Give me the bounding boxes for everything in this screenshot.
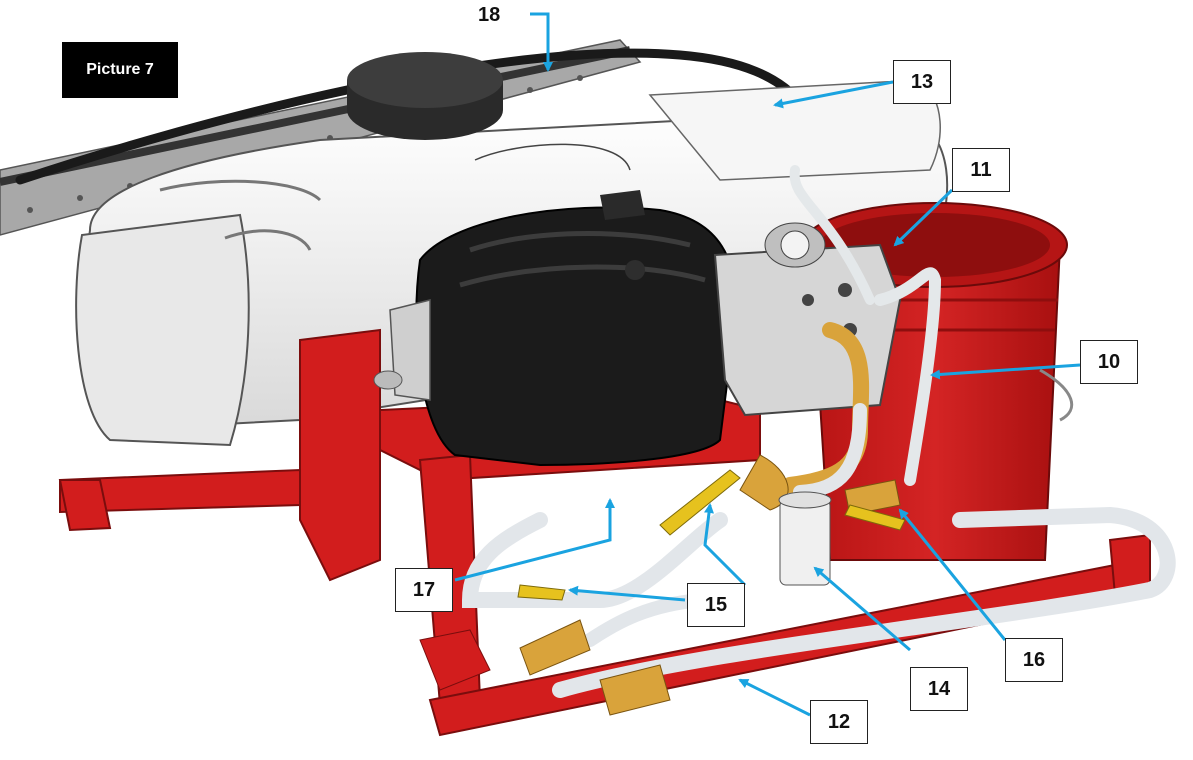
callout-17: 17 [395, 568, 453, 612]
leader-17 [454, 498, 615, 582]
tank-lid [347, 52, 631, 171]
leader-14 [813, 566, 911, 652]
callout-18: 18 [478, 4, 501, 26]
leader-lines [454, 12, 1081, 717]
callout-15: 15 [687, 583, 745, 627]
callout-11: 11 [952, 148, 1010, 192]
callout-14: 14 [910, 667, 968, 711]
callout-10: 10 [1080, 340, 1138, 384]
callout-12: 12 [810, 700, 868, 744]
leader-13 [773, 80, 894, 109]
leader-18 [530, 12, 553, 72]
picture-title: Picture 7 [62, 42, 178, 98]
leader-15a [703, 503, 747, 587]
hoses [461, 165, 1176, 698]
leader-15b [568, 585, 686, 602]
leader-12 [738, 678, 811, 717]
callout-16: 16 [1005, 638, 1063, 682]
engine [373, 190, 737, 467]
leader-10 [930, 363, 1081, 380]
leader-16 [898, 508, 1007, 641]
callout-13: 13 [893, 60, 951, 104]
fittings [419, 454, 906, 716]
leader-11 [893, 188, 954, 247]
